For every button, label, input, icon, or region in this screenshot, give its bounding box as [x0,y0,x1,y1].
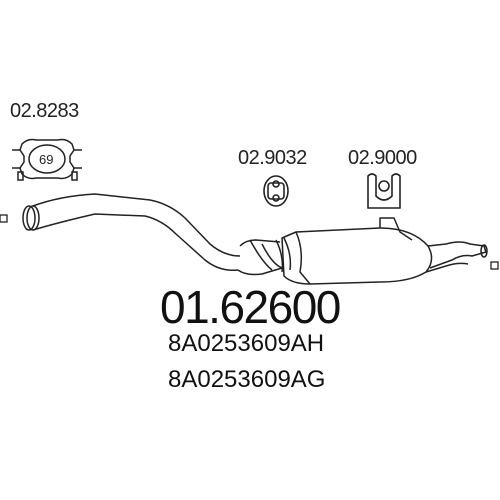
clamp-part-ref: 02.8283 [10,100,79,122]
outlet-marker-icon [490,261,499,270]
clamp-icon [12,138,82,181]
oem-number-1: 8A0253609AH [168,330,325,357]
clamp-badge: 69 [39,152,53,167]
hanger-icon [367,173,401,209]
hanger-part-ref: 02.9000 [348,147,417,169]
oem-number-2: 8A0253609AG [168,366,326,393]
exhaust-part-drawing [22,193,488,285]
inlet-marker-icon [0,214,8,223]
rubber-ring-icon [263,175,289,207]
rubber-ring-part-ref: 02.9032 [238,147,307,169]
main-part-number: 01.62600 [160,281,341,333]
